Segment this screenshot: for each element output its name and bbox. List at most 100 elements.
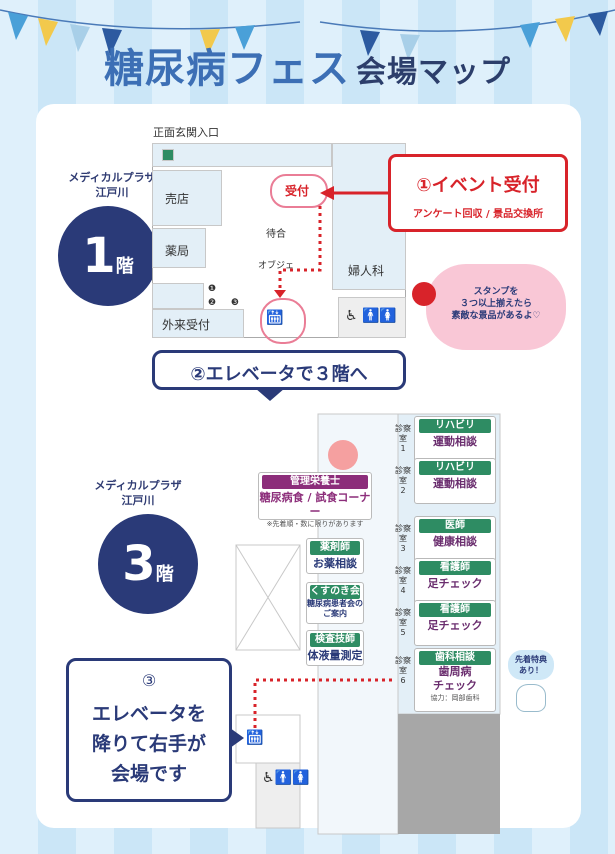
tooth-icon — [516, 684, 546, 712]
pharmacist-role: 薬剤師 — [310, 541, 360, 555]
title-main: 糖尿病フェス — [104, 46, 350, 92]
banner-tail — [255, 388, 285, 401]
exam-room-label-text: 診察室 — [395, 566, 411, 585]
dietitian-character — [328, 440, 358, 470]
outpatient-room — [152, 309, 244, 338]
stamp-cloud: スタンプを ３つ以上揃えたら 素敵な景品があるよ♡ — [426, 264, 566, 350]
exam-room-station: 看護師足チェック — [414, 558, 496, 604]
exam-room-label-text: 診察室 — [395, 424, 411, 443]
elevator-icon-1f: 🛗 — [266, 310, 284, 326]
exam-room-station: リハビリ運動相談 — [414, 458, 496, 504]
number-2: ❷ — [208, 298, 217, 308]
pharmacist-station: 薬剤師 お薬相談 — [306, 538, 364, 574]
restroom-icons-3f: ♿🚹🚺 — [262, 770, 310, 786]
floor3-site-label: メディカルプラザ 江戸川 — [88, 478, 188, 508]
gynecology-label: 婦人科 — [348, 264, 385, 278]
exam-room-number: 3 — [400, 544, 406, 553]
exam-room-label-text: 診察室 — [395, 466, 411, 485]
shop-room — [152, 170, 222, 226]
dental-bubble: 先着特典 あり！ — [508, 650, 554, 680]
entrance-hall — [152, 143, 332, 167]
exam-room-main: 運動相談 — [433, 435, 477, 448]
floor3-unit: 階 — [155, 564, 174, 585]
floor3-badge: 3 階 — [98, 514, 198, 614]
floor1-site-line2: 江戸川 — [95, 186, 129, 199]
waiting-label: 待合 — [266, 229, 286, 240]
stamp-icon — [412, 282, 436, 306]
elevator-highlight-1f — [260, 298, 306, 344]
instruction-line3: 会場です — [110, 763, 187, 785]
exam-room-main1: 歯周病 — [438, 665, 472, 678]
exam-room-main: 健康相談 — [433, 535, 477, 548]
exam-room-label-text: 診察室 — [395, 656, 411, 675]
floor3-site-line1: メディカルプラザ — [94, 479, 182, 492]
exam-room-main: 運動相談 — [433, 477, 477, 490]
exam-room-role: 看護師 — [419, 603, 491, 617]
exam-room-number: 1 — [400, 444, 406, 453]
floor3-site-line2: 江戸川 — [121, 494, 155, 507]
outpatient-label: 外来受付 — [162, 318, 211, 332]
floor1-number: 1 — [82, 228, 116, 284]
number-3: ❸ — [231, 298, 240, 308]
floor1-site-label: メディカルプラザ 江戸川 — [62, 170, 162, 200]
exam-room-role: リハビリ — [419, 419, 491, 433]
instruction-box: ③ エレベータを 降りて右手が 会場です — [66, 658, 232, 802]
stamp-line1: スタンプを — [473, 287, 519, 297]
exam-room-main: 足チェック — [427, 619, 483, 632]
restroom-3f — [255, 762, 301, 829]
exam-room-number: 6 — [400, 676, 406, 685]
instruction-pointer — [230, 728, 244, 748]
exam-room-station: 看護師足チェック — [414, 600, 496, 646]
exam-room-role: 歯科相談 — [419, 651, 491, 665]
technician-role: 検査技師 — [310, 633, 360, 647]
event-reception-title: ①イベント受付 — [416, 175, 540, 196]
technician-main: 体液量測定 — [307, 649, 363, 662]
bunting-decoration — [0, 9, 615, 60]
exam-room-station: 医師健康相談 — [414, 516, 496, 562]
exam-room-role: 看護師 — [419, 561, 491, 575]
instruction-line1: エレベータを — [91, 703, 206, 725]
floor3-number: 3 — [122, 536, 156, 592]
kusunoki-role: くすのき会 — [310, 585, 360, 599]
floor1-unit: 階 — [115, 256, 134, 277]
route-3f — [253, 678, 392, 728]
kusunoki-main2: ご案内 — [323, 609, 347, 618]
reception-pointer-arrow — [320, 186, 334, 200]
pharmacist-main: お薬相談 — [313, 557, 357, 570]
void-cross-2 — [235, 544, 301, 651]
kusunoki-station: くすのき会 糖尿病患者会の ご案内 — [306, 582, 364, 624]
dental-bubble-line2: あり！ — [519, 666, 543, 675]
exam-room-label-text: 診察室 — [395, 524, 411, 543]
exam-room-station: リハビリ運動相談 — [414, 416, 496, 462]
exam-room-label-text: 診察室 — [395, 608, 411, 627]
stair-area — [398, 714, 500, 834]
exam-room-main2: チェック — [433, 679, 477, 692]
stamp-line2: ３つ以上揃えたら — [459, 299, 532, 309]
dietitian-note: ※先着順・数に限りがあります — [266, 520, 364, 528]
page-title: 糖尿病フェス会場マップ — [0, 36, 615, 94]
title-sub: 会場マップ — [356, 55, 511, 90]
exam-room-number: 2 — [400, 486, 406, 495]
kusunoki-main1: 糖尿病患者会の — [307, 599, 363, 608]
route-1f — [278, 206, 322, 296]
event-reception-box: ①イベント受付 アンケート回収 / 景品交換所 — [388, 154, 568, 232]
entrance-label: 正面玄関入口 — [153, 126, 219, 139]
number-1: ❶ — [208, 284, 217, 294]
elevator-icon-3f: 🛗 — [246, 730, 264, 746]
exam-room-station: 歯科相談歯周病チェック協力：岡部歯科 — [414, 648, 496, 712]
elevator-banner-text: ②エレベータで３階へ — [190, 364, 368, 385]
restroom-1f — [338, 297, 406, 338]
route-arrowhead-1f — [274, 290, 286, 298]
pharmacy-room — [152, 228, 206, 268]
outpatient-back — [152, 283, 204, 309]
event-reception-note: アンケート回収 / 景品交換所 — [412, 209, 544, 220]
floor1-badge: 1 階 — [58, 206, 158, 306]
technician-station: 検査技師 体液量測定 — [306, 630, 364, 666]
exam-room-number: 5 — [400, 628, 406, 637]
reception-booth-label: 受付 — [285, 184, 310, 198]
